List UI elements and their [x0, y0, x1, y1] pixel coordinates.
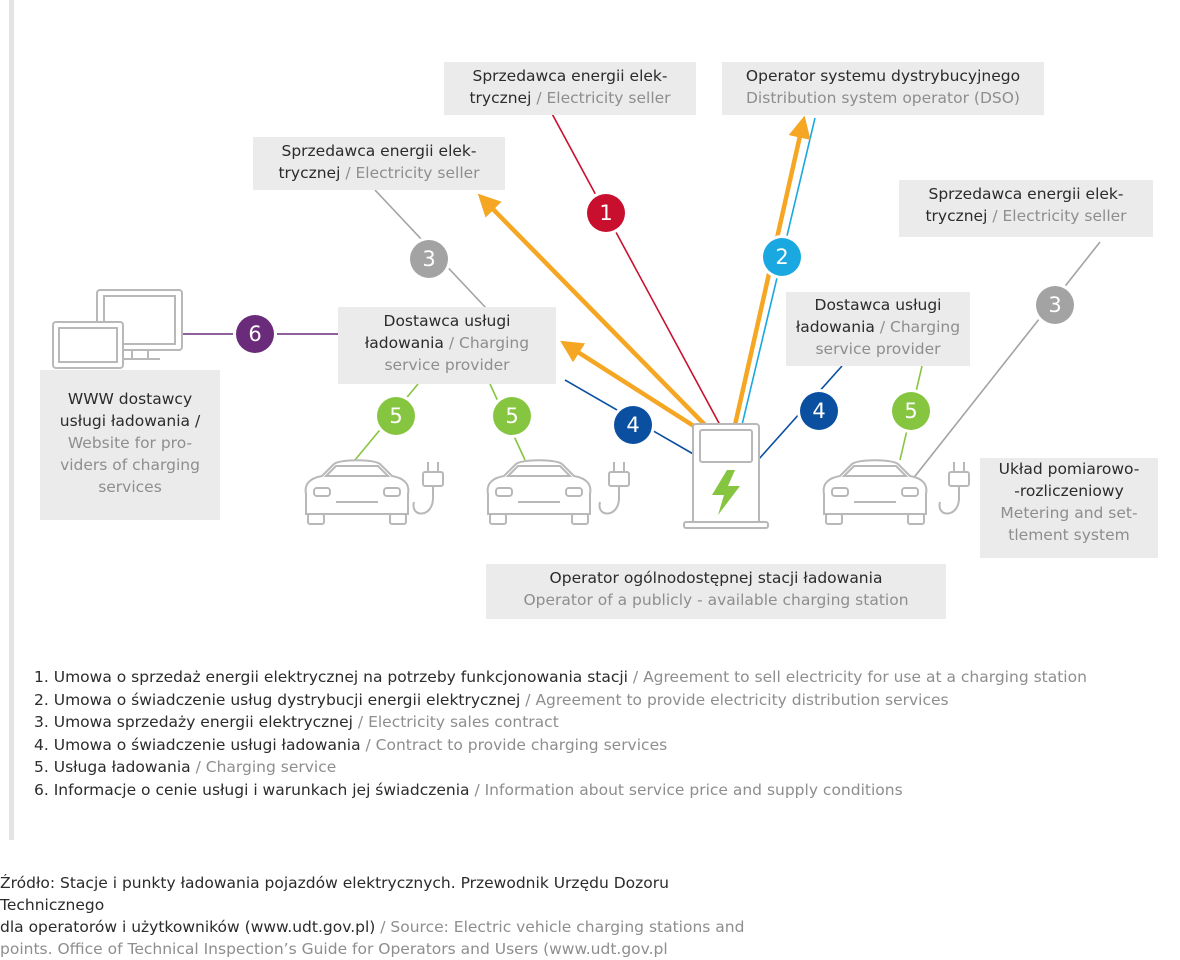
- plug-icon: [598, 462, 630, 515]
- badge-4-right: 4: [800, 392, 838, 430]
- badge-4-left: 4: [614, 406, 652, 444]
- box-station-operator: Operator ogólnodostępnej stacji ładowani…: [486, 564, 946, 619]
- plug-icon: [938, 462, 970, 515]
- arrow-to-dso: [732, 115, 811, 426]
- left-accent-bar: [9, 0, 14, 840]
- arrow-to-provider: [560, 340, 702, 432]
- car-icon: [822, 459, 928, 525]
- box-website: WWW dostawcy usługi ładowania / Website …: [40, 370, 220, 520]
- badge-3-right: 3: [1036, 286, 1074, 324]
- legend-item: 5. Usługa ładowania / Charging service: [34, 758, 337, 776]
- box-seller-right: Sprzedawca energii elek- trycznej / Elec…: [899, 180, 1153, 237]
- badge-1: 1: [587, 194, 625, 232]
- relationship-diagram: [52, 109, 1101, 529]
- badge-3-left: 3: [410, 240, 448, 278]
- box-charging-provider-right: Dostawca usługi ładowania / Charging ser…: [786, 292, 970, 366]
- legend-item: 2. Umowa o świadczenie usług dystrybucji…: [34, 690, 949, 709]
- lightning-bolt-icon: [712, 470, 740, 515]
- badge-5-c: 5: [892, 392, 930, 430]
- box-metering-system: Układ pomiarowo- -rozliczeniowy Metering…: [980, 458, 1158, 558]
- computer-monitor-icon: [52, 289, 183, 369]
- badge-5-a: 5: [377, 397, 415, 435]
- legend-list: 1. Umowa o sprzedaż energii elektrycznej…: [34, 666, 1144, 801]
- source-note: Źródło: Stacje i punkty ładowania pojazd…: [0, 874, 745, 958]
- badge-6: 6: [236, 315, 274, 353]
- legend-item: 6. Informacje o cenie usługi i warunkach…: [34, 780, 903, 799]
- badge-2: 2: [763, 238, 801, 276]
- line-1-red: [549, 109, 721, 426]
- car-icon: [304, 459, 410, 525]
- box-seller-top: Sprzedawca energii elek- trycznej / Elec…: [444, 62, 696, 115]
- legend-item: 3. Umowa sprzedaży energii elektrycznej …: [34, 713, 559, 731]
- plug-icon: [412, 462, 444, 515]
- legend-item: 1. Umowa o sprzedaż energii elektrycznej…: [34, 668, 1087, 686]
- box-dso: Operator systemu dystrybucyjnego Distrib…: [722, 62, 1044, 115]
- box-charging-provider-left: Dostawca usługi ładowania / Charging ser…: [338, 307, 556, 384]
- car-icon: [486, 459, 592, 525]
- legend-item: 4. Umowa o świadczenie usługi ładowania …: [34, 735, 668, 754]
- box-seller-left: Sprzedawca energii elek- trycznej / Elec…: [253, 137, 505, 190]
- badge-5-b: 5: [493, 397, 531, 435]
- arrow-to-seller-left: [477, 193, 707, 427]
- line-3-right-gray: [911, 241, 1101, 481]
